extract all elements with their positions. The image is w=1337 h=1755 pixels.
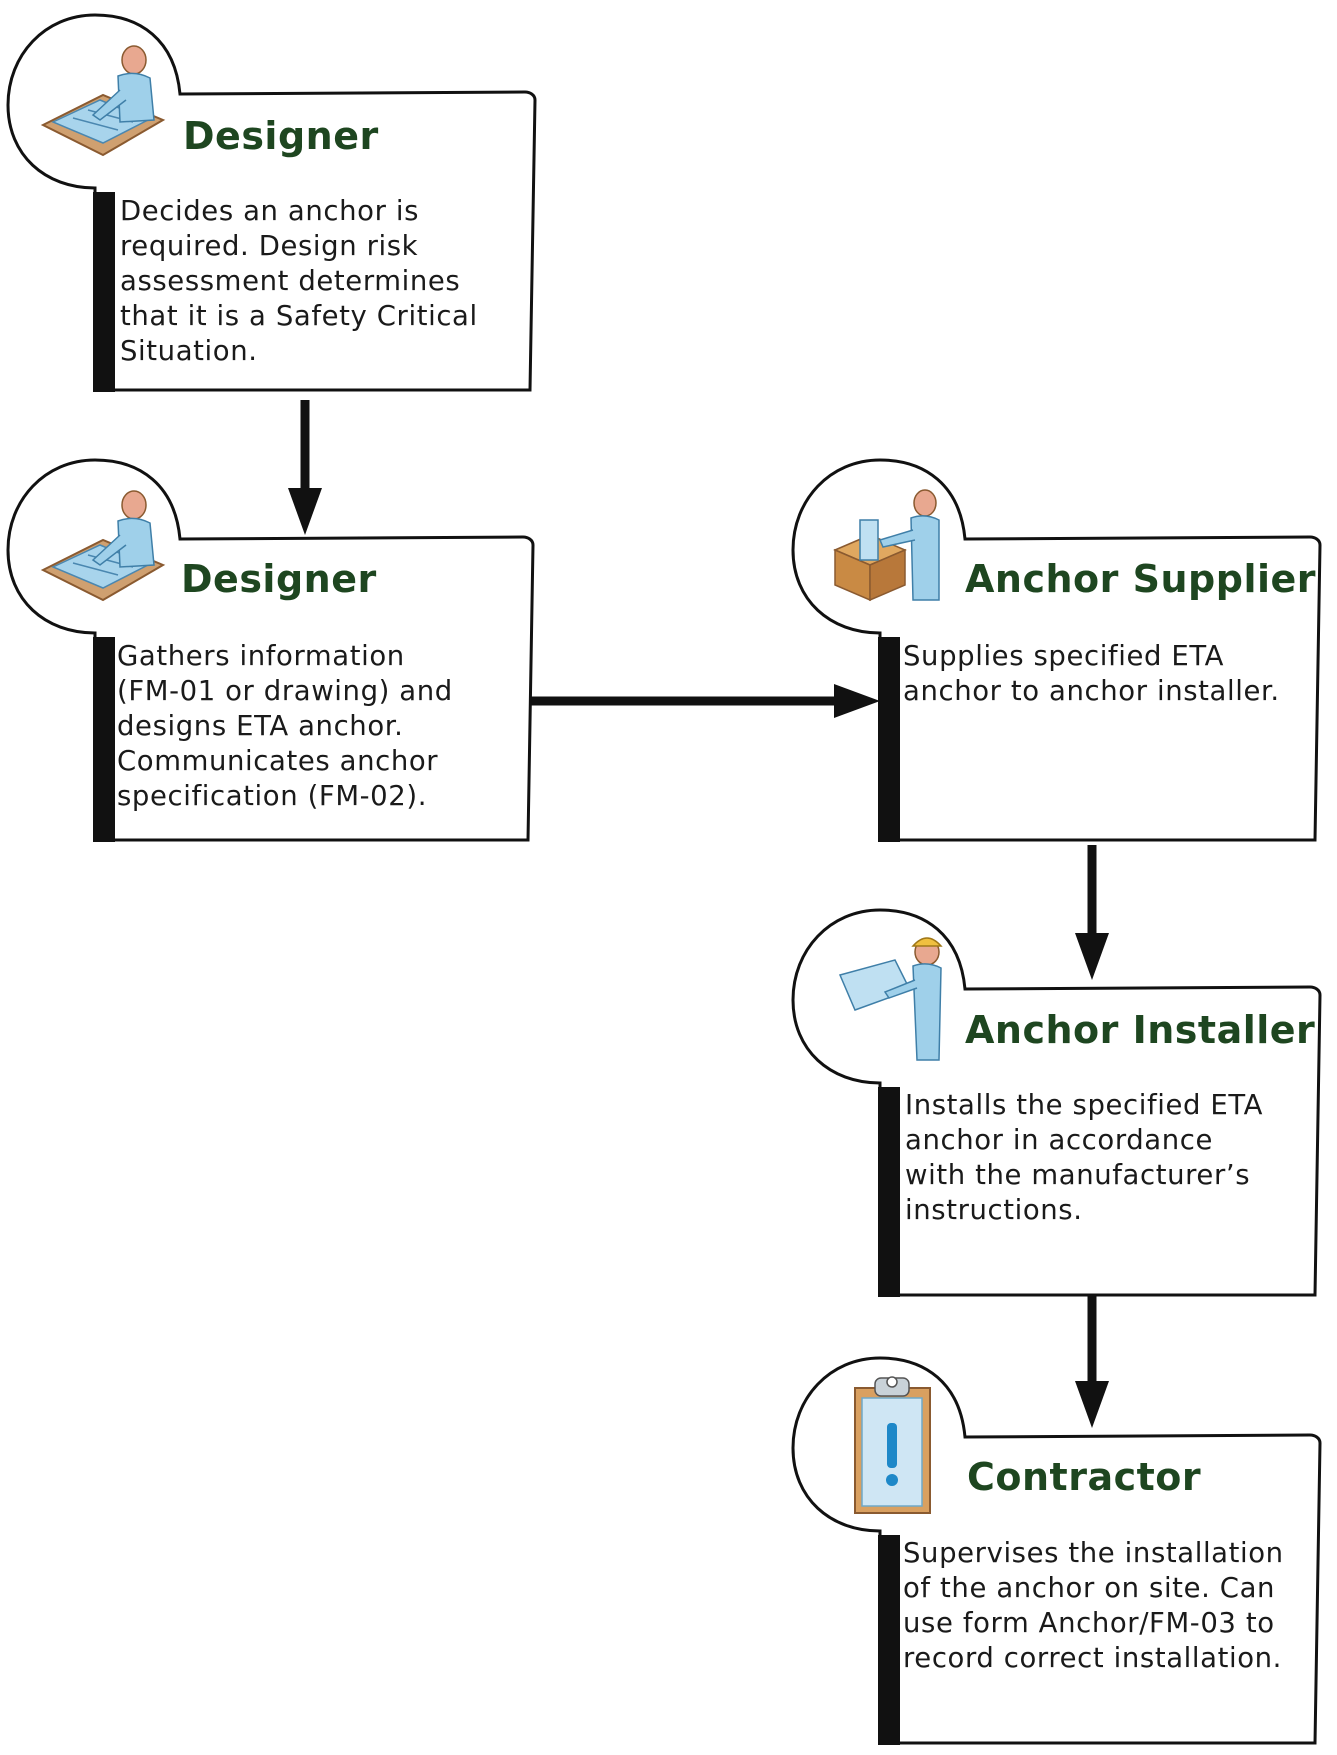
description-line: anchor to anchor installer. bbox=[903, 675, 1280, 707]
description-line: anchor in accordance bbox=[905, 1124, 1214, 1156]
node-title: Designer bbox=[183, 114, 379, 158]
node-title: Contractor bbox=[967, 1455, 1202, 1499]
description-line: Decides an anchor is bbox=[120, 195, 419, 227]
description-line: that it is a Safety Critical bbox=[120, 300, 478, 332]
description-line: Installs the specified ETA bbox=[905, 1089, 1264, 1121]
description-line: (FM-01 or drawing) and bbox=[117, 675, 453, 707]
node-designer-2: Designer Gathers information (FM-01 or d… bbox=[0, 445, 545, 850]
node-description: Gathers information (FM-01 or drawing) a… bbox=[117, 639, 453, 814]
description-line: record correct installation. bbox=[903, 1642, 1282, 1674]
node-description: Supervises the installation of the ancho… bbox=[903, 1536, 1284, 1676]
arrow-designer-2-to-anchor-supplier bbox=[530, 684, 880, 718]
arrow-designer-1-to-designer-2 bbox=[288, 400, 322, 535]
description-line: Supervises the installation bbox=[903, 1537, 1284, 1569]
description-line: of the anchor on site. Can bbox=[903, 1572, 1276, 1604]
clipboard-exclamation-icon bbox=[854, 1376, 931, 1514]
node-designer-1: Designer Decides an anchor is required. … bbox=[0, 0, 545, 410]
node-title: Anchor Installer bbox=[965, 1008, 1316, 1052]
description-line: instructions. bbox=[905, 1194, 1083, 1226]
node-description: Installs the specified ETA anchor in acc… bbox=[905, 1088, 1263, 1228]
description-line: specification (FM-02). bbox=[117, 780, 428, 812]
designer-at-desk-icon bbox=[40, 490, 166, 602]
arrow-anchor-installer-to-contractor bbox=[1075, 1295, 1109, 1428]
installer-with-hardhat-icon bbox=[838, 937, 943, 1061]
description-line: with the manufacturer’s bbox=[905, 1159, 1251, 1191]
description-line: use form Anchor/FM-03 to bbox=[903, 1607, 1275, 1639]
description-line: Communicates anchor bbox=[117, 745, 439, 777]
node-description: Supplies specified ETA anchor to anchor … bbox=[903, 639, 1280, 709]
description-line: required. Design risk bbox=[120, 230, 419, 262]
arrow-anchor-supplier-to-anchor-installer bbox=[1075, 845, 1109, 980]
description-line: assessment determines bbox=[120, 265, 461, 297]
designer-at-desk-icon bbox=[40, 45, 166, 157]
node-title: Designer bbox=[181, 557, 377, 601]
node-title: Anchor Supplier bbox=[965, 557, 1317, 601]
description-line: designs ETA anchor. bbox=[117, 710, 404, 742]
description-line: Situation. bbox=[120, 335, 258, 367]
supplier-with-box-icon bbox=[833, 489, 940, 602]
node-anchor-supplier: Anchor Supplier Supplies specified ETA a… bbox=[785, 445, 1337, 850]
node-contractor: Contractor Supervises the installation o… bbox=[785, 1343, 1337, 1755]
description-line: Gathers information bbox=[117, 640, 405, 672]
node-description: Decides an anchor is required. Design ri… bbox=[120, 194, 478, 369]
node-anchor-installer: Anchor Installer Installs the specified … bbox=[785, 895, 1337, 1305]
description-line: Supplies specified ETA bbox=[903, 640, 1225, 672]
